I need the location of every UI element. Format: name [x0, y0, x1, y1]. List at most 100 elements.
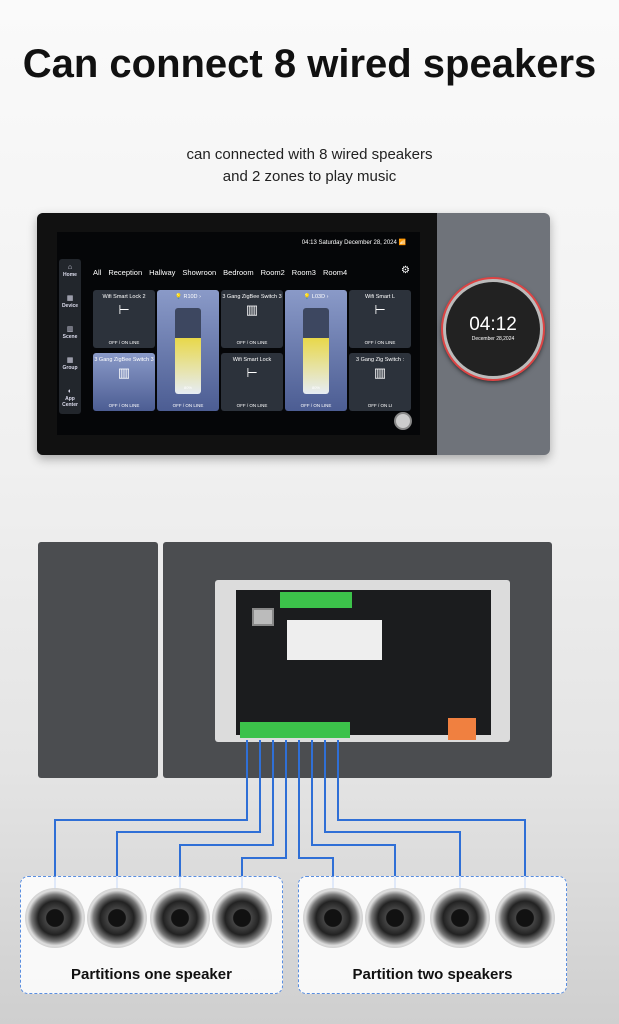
card-status: OFF / ON LINE	[300, 403, 332, 408]
knob-date: December 28,2024	[471, 336, 515, 342]
card-wifi-smart-lock[interactable]: Wifi Smart Lock⊢OFF / ON LINE	[221, 353, 283, 411]
label: App Center	[62, 396, 78, 408]
label: Scene	[62, 334, 78, 340]
card-wifi-smart-lock-2[interactable]: Wifi Smart Lock 2⊢ OFF / ON LINE	[93, 290, 155, 348]
floating-home-button[interactable]	[394, 412, 412, 430]
switch-icon: ▥	[373, 364, 387, 380]
speaker	[303, 888, 363, 948]
card-title: Wifi Smart Lock	[232, 357, 272, 363]
card-title: Wifi Smart L	[365, 294, 395, 300]
room-tabs: All Reception Hallway Showroon Bedroom R…	[93, 268, 347, 278]
speaker-wire	[298, 740, 334, 892]
card-wifi-smart-l[interactable]: Wifi Smart L⊢ OFF / ON LINE	[349, 290, 411, 348]
card-status: OFF / ON LINE	[236, 340, 268, 345]
tab-room2[interactable]: Room2	[260, 268, 285, 277]
chevron-right-icon: ›	[326, 294, 329, 300]
home-icon: ⌂	[67, 264, 73, 271]
wifi-icon: 📶	[398, 240, 406, 246]
app-center-icon: ◐	[67, 388, 73, 395]
chevron-right-icon: ›	[199, 294, 201, 300]
subtitle: can connected with 8 wired speakers and 2…	[0, 144, 619, 188]
tab-all[interactable]: All	[93, 268, 102, 277]
knob-time: 04:12	[469, 314, 517, 335]
switch-icon: ▥	[245, 301, 259, 317]
speaker-wire	[324, 740, 461, 892]
speaker	[365, 888, 425, 948]
ethernet-port	[252, 608, 274, 626]
sidebar-item-scene[interactable]: ▥Scene	[59, 321, 81, 352]
card-title: 💡 R10D ›	[157, 294, 219, 301]
datetime-text: 04:13 Saturday December 28, 2024	[301, 240, 397, 246]
speaker-wire	[337, 740, 526, 892]
card-status: OFF / ON LINE	[236, 403, 268, 408]
speaker-wire	[311, 740, 396, 892]
spec-label	[287, 620, 382, 660]
power-terminal	[448, 718, 476, 740]
tab-room4[interactable]: Room4	[322, 268, 348, 277]
top-terminal-block	[280, 592, 352, 608]
subtitle-line-1: can connected with 8 wired speakers	[186, 146, 433, 163]
brightness-slider[interactable]: 80%	[303, 308, 329, 394]
card-title: 💡 L03D ›	[285, 294, 347, 301]
settings-gear-icon[interactable]: ⚙	[401, 265, 410, 276]
bulb-icon: 💡	[303, 294, 311, 300]
bulb-icon: 💡	[175, 294, 182, 300]
card-title: 3 Gang Zig Switch :	[356, 357, 404, 363]
speaker	[87, 888, 147, 948]
card-l03d[interactable]: 💡 L03D › 80% OFF / ON LINE	[285, 290, 347, 411]
speaker	[25, 888, 85, 948]
sidebar: ⌂Home ▦Device ▥Scene ▦Group ◐App Center	[59, 259, 81, 414]
card-status: OFF / ON LI	[367, 403, 393, 408]
card-title: 3 Gang ZigBee Switch 3	[94, 357, 154, 363]
subtitle-line-2: and 2 zones to play music	[222, 168, 397, 185]
speaker-wire	[179, 740, 274, 892]
module-housing	[236, 590, 491, 735]
label: Group	[62, 365, 78, 371]
tab-bedroom[interactable]: Bedroom	[223, 268, 254, 277]
brightness-fill	[303, 338, 329, 394]
brightness-value: 80%	[183, 385, 192, 390]
speaker	[495, 888, 555, 948]
group-icon: ▦	[66, 357, 74, 364]
sidebar-item-device[interactable]: ▦Device	[59, 290, 81, 321]
datetime: 04:13 Saturday December 28, 2024 📶	[302, 239, 406, 247]
tab-room3[interactable]: Room3	[291, 268, 316, 277]
card-name: L03D	[311, 294, 326, 300]
zone-two-label: Partition two speakers	[352, 966, 513, 983]
device-icon: ▦	[66, 295, 74, 302]
card-status: OFF / ON LINE	[364, 340, 396, 345]
card-r10d[interactable]: 💡 R10D › 80% OFF / ON LINE	[157, 290, 219, 411]
card-title: 3 Gang ZigBee Switch 3	[222, 294, 282, 300]
switch-icon: ▥	[117, 364, 131, 380]
card-status: OFF / ON LINE	[108, 340, 140, 345]
speaker-terminal-block	[240, 722, 350, 738]
card-status: OFF / ON LINE	[172, 403, 204, 408]
card-title: Wifi Smart Lock 2	[102, 294, 146, 300]
tab-showroon[interactable]: Showroon	[182, 268, 217, 277]
speaker-wire	[116, 740, 261, 892]
brightness-fill	[175, 338, 201, 394]
speaker	[212, 888, 272, 948]
tab-hallway[interactable]: Hallway	[149, 268, 176, 277]
zone-one-label: Partitions one speaker	[71, 966, 232, 983]
touch-screen: 04:13 Saturday December 28, 2024 📶 ⌂Home…	[57, 232, 420, 435]
sidebar-item-group[interactable]: ▦Group	[59, 352, 81, 383]
page-title: Can connect 8 wired speakers	[22, 42, 597, 86]
sidebar-item-app-center[interactable]: ◐App Center	[59, 383, 81, 414]
card-3-gang-zig-switch[interactable]: 3 Gang Zig Switch :▥ OFF / ON LI	[349, 353, 411, 411]
card-status: OFF / ON LINE	[108, 403, 140, 408]
label: Device	[61, 303, 79, 309]
lock-icon: ⊢	[374, 301, 386, 317]
brightness-value: 80%	[311, 385, 320, 390]
card-3-gang-switch-3[interactable]: 3 Gang ZigBee Switch 3▥ OFF / ON LINE	[221, 290, 283, 348]
back-cover-left	[38, 542, 158, 778]
label: Home	[63, 272, 77, 278]
sidebar-item-home[interactable]: ⌂Home	[59, 259, 81, 290]
card-3-gang-switch-3b[interactable]: 3 Gang ZigBee Switch 3▥ OFF / ON LINE	[93, 353, 155, 411]
tab-reception[interactable]: Reception	[108, 268, 143, 277]
lock-icon: ⊢	[118, 301, 130, 317]
brightness-slider[interactable]: 80%	[175, 308, 201, 394]
